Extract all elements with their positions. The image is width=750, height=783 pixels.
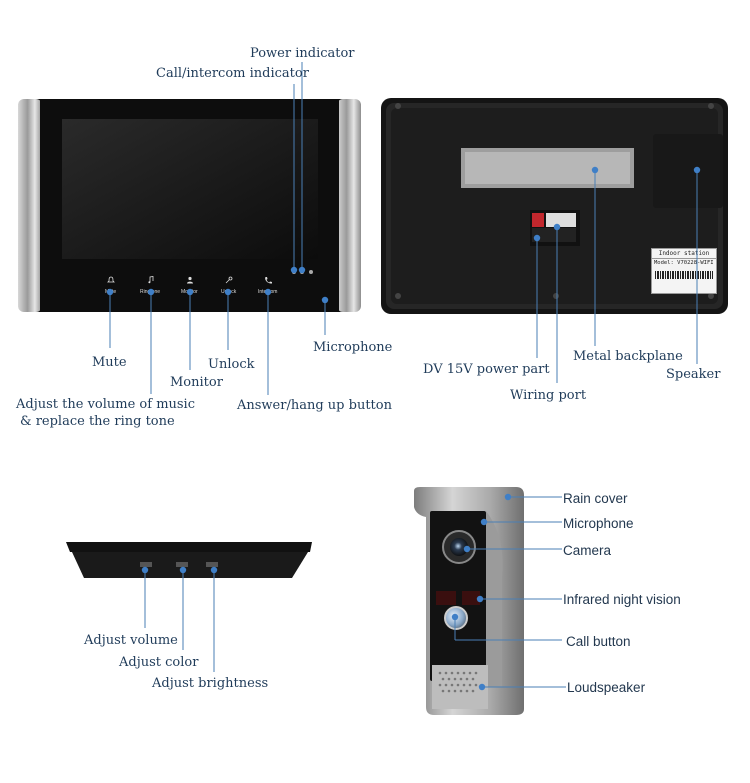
sticker-title: Indoor station (652, 249, 716, 259)
label-power-port: DV 15V power part (423, 362, 550, 377)
label-wiring-port: Wiring port (510, 388, 587, 403)
label-monitor: Monitor (170, 375, 223, 390)
label-ringtone-line2: & replace the ring tone (20, 414, 175, 429)
button-label-monitor: Monitor (181, 289, 198, 295)
label-infrared: Infrared night vision (563, 592, 681, 607)
label-camera: Camera (563, 543, 612, 558)
label-answer-hangup: Answer/hang up button (237, 398, 392, 413)
model-sticker: Indoor station Model: V70228-WIFI (651, 248, 717, 294)
button-label-unlock: Unlock (221, 289, 237, 295)
indoor-monitor-side (64, 540, 316, 580)
label-microphone-front: Microphone (313, 340, 393, 355)
indoor-monitor-back-drawing (381, 98, 728, 314)
label-power-indicator: Power indicator (250, 46, 355, 61)
label-adjust-color: Adjust color (119, 655, 199, 670)
key-icon[interactable] (225, 276, 233, 284)
indoor-monitor-front: Mute Ringtone Monitor Unlock Intercom (18, 99, 361, 312)
bell-icon[interactable] (107, 276, 115, 284)
label-adjust-brightness: Adjust brightness (152, 676, 269, 691)
indoor-monitor-back: Indoor station Model: V70228-WIFI (381, 98, 728, 314)
label-microphone-outdoor: Microphone (563, 516, 634, 531)
label-rain-cover: Rain cover (563, 491, 628, 506)
label-call-intercom-indicator: Call/intercom indicator (156, 66, 309, 81)
music-note-icon[interactable] (147, 276, 155, 284)
label-metal-backplane: Metal backplane (573, 349, 683, 364)
label-unlock: Unlock (208, 357, 255, 372)
phone-icon[interactable] (264, 276, 272, 284)
outdoor-unit-drawing (414, 487, 524, 715)
outdoor-unit (406, 487, 526, 715)
button-label-ringtone: Ringtone (140, 289, 161, 295)
indoor-monitor-front-drawing (18, 99, 361, 312)
button-label-mute: Mute (105, 289, 117, 295)
label-loudspeaker: Loudspeaker (567, 680, 646, 695)
sticker-model: Model: V70228-WIFI (654, 260, 714, 266)
label-mute: Mute (92, 355, 127, 370)
indoor-monitor-side-drawing (66, 542, 312, 578)
button-label-intercom: Intercom (258, 289, 278, 295)
label-speaker: Speaker (666, 367, 721, 382)
person-icon[interactable] (186, 276, 194, 284)
sticker-barcode (655, 271, 713, 279)
label-adjust-volume: Adjust volume (84, 633, 178, 648)
label-ringtone: Adjust the volume of music (16, 397, 195, 412)
label-call-button: Call button (566, 634, 631, 649)
